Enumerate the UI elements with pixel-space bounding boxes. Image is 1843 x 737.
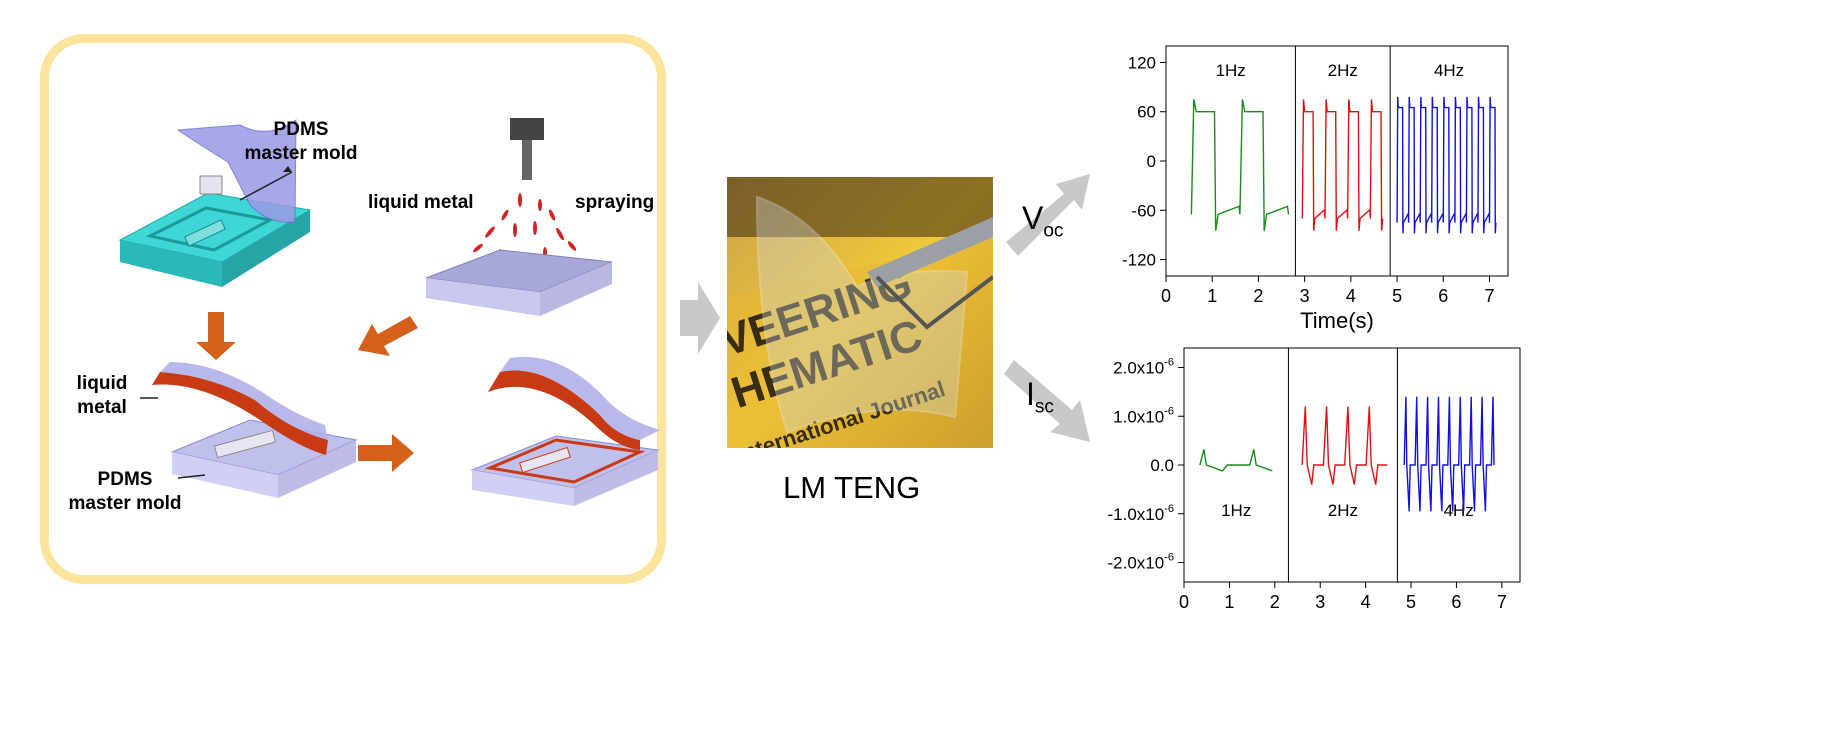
segment-label: 4Hz: [1434, 61, 1464, 80]
x-tick-label: 2: [1270, 592, 1280, 612]
device-caption: LM TENG: [783, 470, 921, 505]
segment-label: 2Hz: [1328, 501, 1358, 520]
x-tick-label: 1: [1207, 286, 1217, 306]
y-tick-label: 2.0x10-6: [1113, 357, 1174, 378]
fabrication-process-panel: [40, 34, 666, 584]
device-photo-illustration: VEERING HEMATIC nternational Journal: [727, 177, 993, 448]
x-tick-label: 4: [1346, 286, 1356, 306]
y-tick-label: -2.0x10-6: [1108, 552, 1174, 573]
gray-arrow-to-device: [680, 282, 720, 354]
y-tick-label: -120: [1122, 251, 1156, 270]
series-line-2: [1403, 396, 1495, 512]
plot-frame: [1165, 45, 1509, 277]
arrow-down-right: [1004, 360, 1090, 442]
y-tick-label: 1.0x10-6: [1113, 405, 1174, 426]
x-tick-label: 2: [1253, 286, 1263, 306]
y-tick-label: 0: [1147, 152, 1156, 171]
isc-chart: 1Hz 2Hz 4Hz 0 1 2 3 4 5 6 7 2.0x10-6 1.0x10-6 0.0 -1.0…: [1108, 347, 1521, 612]
right-arrow: [358, 434, 414, 472]
down-arrow: [196, 312, 236, 360]
x-tick-label: 5: [1406, 592, 1416, 612]
x-tick-label: 3: [1315, 592, 1325, 612]
series-line-0: [1199, 449, 1273, 472]
x-tick-label: 7: [1485, 286, 1495, 306]
segment-label: 4Hz: [1444, 501, 1474, 520]
segment-label: 1Hz: [1221, 501, 1251, 520]
isc-sub: sc: [1034, 396, 1054, 418]
x-tick-label: 3: [1300, 286, 1310, 306]
device-photo: VEERING HEMATIC nternational Journal: [727, 177, 993, 448]
y-tick-label: -60: [1131, 201, 1156, 220]
fabrication-illustrations: [118, 118, 660, 506]
segment-label: 2Hz: [1328, 61, 1358, 80]
diagonal-arrow: [358, 316, 418, 356]
pdms-mold-label-top: PDMS master mold: [236, 118, 366, 166]
x-tick-label: 6: [1438, 286, 1448, 306]
segment-label: 1Hz: [1216, 61, 1246, 80]
y-tick-label: 120: [1128, 53, 1156, 72]
x-tick-label: 4: [1361, 592, 1371, 612]
voc-sub: oc: [1043, 220, 1064, 242]
voc-label: Voc: [1022, 200, 1063, 242]
series-line-1: [1301, 99, 1384, 231]
liquid-metal-label-2: liquid metal: [62, 372, 142, 420]
y-tick-label: 60: [1137, 103, 1156, 122]
x-tick-label: 6: [1451, 592, 1461, 612]
isc-label: Isc: [1026, 376, 1054, 418]
y-tick-label: 0.0: [1150, 456, 1174, 475]
x-tick-label: 0: [1179, 592, 1189, 612]
liquid-metal-label: liquid metal: [368, 192, 474, 213]
spray-nozzle-illustration: [510, 118, 544, 180]
pointer-line-top: [239, 171, 293, 201]
x-tick-label: 0: [1161, 286, 1171, 306]
y-tick-label: -1.0x10-6: [1108, 503, 1174, 524]
substrate-slab: [425, 249, 613, 316]
series-line-0: [1190, 99, 1290, 231]
gray-arrows-to-plots: [1004, 174, 1090, 442]
peeling-illustration: [152, 362, 358, 498]
arrow-up-right: [1006, 174, 1090, 256]
pdms-mold-label-bottom: PDMS master mold: [50, 468, 200, 516]
spraying-label: spraying: [575, 192, 655, 213]
mold-substrate-illustration: [118, 119, 312, 287]
voc-main: V: [1022, 200, 1044, 236]
liquid-metal-text-2: liquid metal: [76, 373, 128, 418]
isc-main: I: [1026, 376, 1035, 412]
series-line-2: [1396, 96, 1497, 234]
series-line-1: [1301, 406, 1388, 485]
x-tick-label: 7: [1497, 592, 1507, 612]
pdms-mold-text-bottom: PDMS master mold: [68, 469, 182, 514]
x-tick-label: 5: [1392, 286, 1402, 306]
x-tick-label: 1: [1224, 592, 1234, 612]
pdms-mold-text-top: PDMS master mold: [244, 119, 358, 164]
x-axis-label: Time(s): [1300, 308, 1374, 333]
transfer-result-illustration: [470, 356, 660, 506]
process-arrows: [196, 312, 418, 472]
